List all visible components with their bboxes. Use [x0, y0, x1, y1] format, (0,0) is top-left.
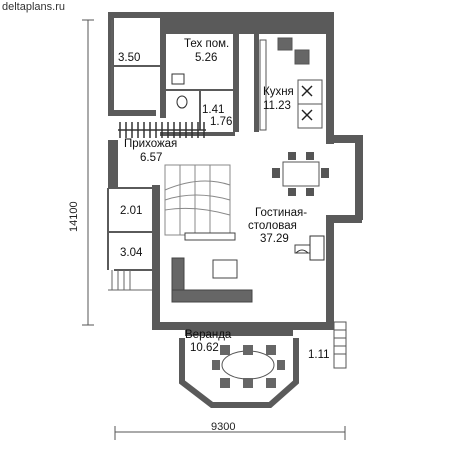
dimension-width: 9300 [211, 421, 236, 433]
room-name-tech: Тех пом. [184, 38, 230, 50]
side-porch [333, 321, 347, 369]
wardrobe-rail [118, 122, 206, 138]
partitions [107, 65, 233, 271]
room-area-kitchen: 11.23 [263, 100, 291, 112]
room-name-veranda: Веранда [185, 329, 232, 341]
watermark: deltaplans.ru [2, 1, 65, 13]
stove-icon [301, 85, 313, 121]
room-name-kitchen: Кухня [263, 86, 294, 98]
room-name-entry: Прихожая [124, 138, 178, 150]
room-name-living-line1: Гостиная- [255, 207, 308, 219]
walls [108, 12, 363, 330]
porch-steps [108, 20, 152, 291]
room-area-side-porch: 1.11 [308, 349, 330, 361]
room-area-hall-small: 1.76 [210, 116, 233, 128]
staircase [164, 164, 231, 236]
veranda [179, 338, 299, 408]
kitchen-units [259, 37, 323, 131]
room-area-storage: 3.50 [118, 52, 141, 64]
veranda-floor [185, 330, 293, 336]
veranda-table [221, 350, 275, 380]
sofa [171, 232, 314, 303]
room-area-closet: 2.01 [120, 205, 143, 217]
room-area-entry: 6.57 [140, 152, 163, 164]
fireplace-icon [295, 235, 325, 261]
room-area-living: 37.29 [260, 233, 289, 245]
veranda-chairs [212, 345, 285, 388]
room-name-living-line2: столовая [248, 220, 297, 232]
room-area-veranda: 10.62 [190, 342, 219, 354]
dimension-depth: 14100 [68, 201, 80, 232]
room-area-tech: 5.26 [195, 52, 218, 64]
room-area-porch: 3.04 [120, 247, 143, 259]
toilet-icon [171, 73, 188, 109]
room-area-wc: 1.41 [202, 104, 225, 116]
dining-table [272, 152, 329, 196]
dimension-lines [82, 19, 346, 440]
